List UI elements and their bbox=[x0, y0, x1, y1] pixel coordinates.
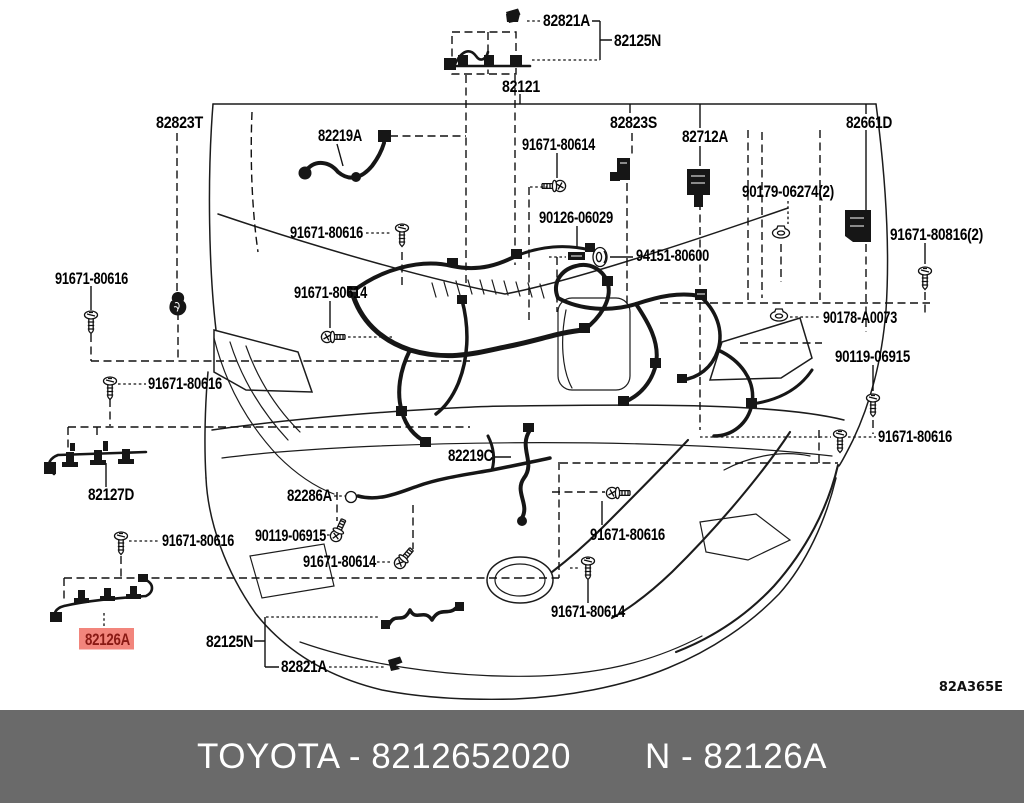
part-label-90119-06915-right[interactable]: 90119-06915 bbox=[835, 348, 910, 366]
screw-icon bbox=[832, 429, 848, 454]
leader-lines-solid bbox=[90, 20, 926, 668]
part-label-90119-06915-bottom[interactable]: 90119-06915 bbox=[255, 527, 326, 545]
connector-82712A bbox=[687, 169, 710, 207]
part-label-82125N-top[interactable]: 82125N bbox=[614, 32, 661, 50]
clip-82821A-bottom bbox=[388, 656, 403, 671]
nut-icon bbox=[769, 308, 789, 322]
part-label-91671-80614-bottom[interactable]: 91671-80614 bbox=[551, 603, 626, 621]
connector-82219C bbox=[523, 423, 534, 432]
part-label-82712A[interactable]: 82712A bbox=[682, 128, 729, 146]
bolt-icon bbox=[320, 330, 346, 344]
part-label-91671-80616-center[interactable]: 91671-80616 bbox=[290, 224, 363, 242]
part-info-banner: TOYOTA - 8212652020 N - 82126A bbox=[0, 710, 1024, 803]
part-label-82823S[interactable]: 82823S bbox=[610, 114, 658, 132]
part-label-82121[interactable]: 82121 bbox=[502, 78, 540, 96]
part-label-91671-80614-center[interactable]: 91671-80614 bbox=[294, 284, 368, 302]
connector-82661D bbox=[845, 210, 871, 242]
grommet-icon bbox=[592, 246, 608, 268]
part-label-82126A-highlighted[interactable]: 82126A bbox=[85, 631, 131, 649]
part-label-91671-80616-left[interactable]: 91671-80616 bbox=[55, 270, 128, 288]
part-label-82219A[interactable]: 82219A bbox=[318, 127, 363, 145]
harness-82127D bbox=[44, 441, 148, 476]
part-label-91671-80816[interactable]: 91671-80816(2) bbox=[890, 226, 983, 244]
screw-icon bbox=[865, 393, 881, 418]
part-label-91671-80616-right[interactable]: 91671-80616 bbox=[878, 428, 952, 446]
part-label-82219C[interactable]: 82219C bbox=[448, 447, 494, 465]
banner-part-number-text: TOYOTA - 8212652020 bbox=[196, 736, 571, 776]
part-label-91671-80614-bottomcenter[interactable]: 91671-80614 bbox=[303, 553, 377, 571]
connector-82823S bbox=[610, 158, 630, 181]
leader-lines-dashed bbox=[63, 31, 930, 599]
car-body-outline bbox=[204, 103, 889, 700]
screw-icon bbox=[917, 266, 933, 291]
banner-catalog-number-text: N - 82126A bbox=[644, 736, 828, 776]
highlight-box bbox=[79, 628, 134, 650]
part-label-90126-06029[interactable]: 90126-06029 bbox=[539, 209, 613, 227]
part-label-82823T[interactable]: 82823T bbox=[156, 114, 203, 132]
part-label-91671-80616-left2[interactable]: 91671-80616 bbox=[148, 375, 222, 393]
nut-icon bbox=[771, 225, 791, 239]
screw-icon bbox=[394, 223, 410, 248]
part-label-82661D[interactable]: 82661D bbox=[846, 114, 893, 132]
screw-icon bbox=[83, 310, 99, 335]
harness-connectors bbox=[347, 243, 757, 447]
part-label-90178-A0073[interactable]: 90178-A0073 bbox=[823, 309, 897, 327]
part-label-91671-80614-top[interactable]: 91671-80614 bbox=[522, 136, 596, 154]
part-label-94151-80600[interactable]: 94151-80600 bbox=[636, 247, 709, 265]
part-label-91671-80616-bottomleft[interactable]: 91671-80616 bbox=[162, 532, 234, 550]
part-labels: 82821A 82125N 82121 82823T 82219A 91671-… bbox=[55, 12, 1003, 695]
part-label-91671-80616-bottomright[interactable]: 91671-80616 bbox=[590, 526, 665, 544]
part-label-82127D[interactable]: 82127D bbox=[88, 486, 135, 504]
part-label-82821A-top[interactable]: 82821A bbox=[543, 12, 591, 30]
bolt-icon bbox=[541, 179, 567, 193]
part-label-82286A[interactable]: 82286A bbox=[287, 487, 333, 505]
part-label-90179-06274[interactable]: 90179-06274(2) bbox=[742, 183, 834, 201]
drawing-code: 82A365E bbox=[939, 680, 1003, 695]
grommet-icon bbox=[168, 291, 187, 316]
part-label-82125N-bottom[interactable]: 82125N bbox=[206, 633, 253, 651]
wiring-harness-art bbox=[44, 14, 871, 671]
harness-82126A bbox=[50, 574, 154, 622]
leader-lines-dotted bbox=[103, 20, 876, 668]
screw-icon bbox=[580, 556, 596, 581]
screw-icon bbox=[113, 531, 129, 556]
screw-icon bbox=[102, 376, 118, 401]
connector-90126 bbox=[568, 252, 585, 260]
bolt-icon bbox=[327, 516, 350, 545]
part-label-82821A-bottom[interactable]: 82821A bbox=[281, 658, 328, 676]
bolt-icon bbox=[391, 544, 417, 572]
bolt-icon bbox=[605, 486, 631, 500]
parts-diagram: 82821A 82125N 82121 82823T 82219A 91671-… bbox=[44, 8, 1003, 700]
eyelet-82286A bbox=[344, 490, 358, 504]
connector-fins bbox=[431, 279, 545, 299]
